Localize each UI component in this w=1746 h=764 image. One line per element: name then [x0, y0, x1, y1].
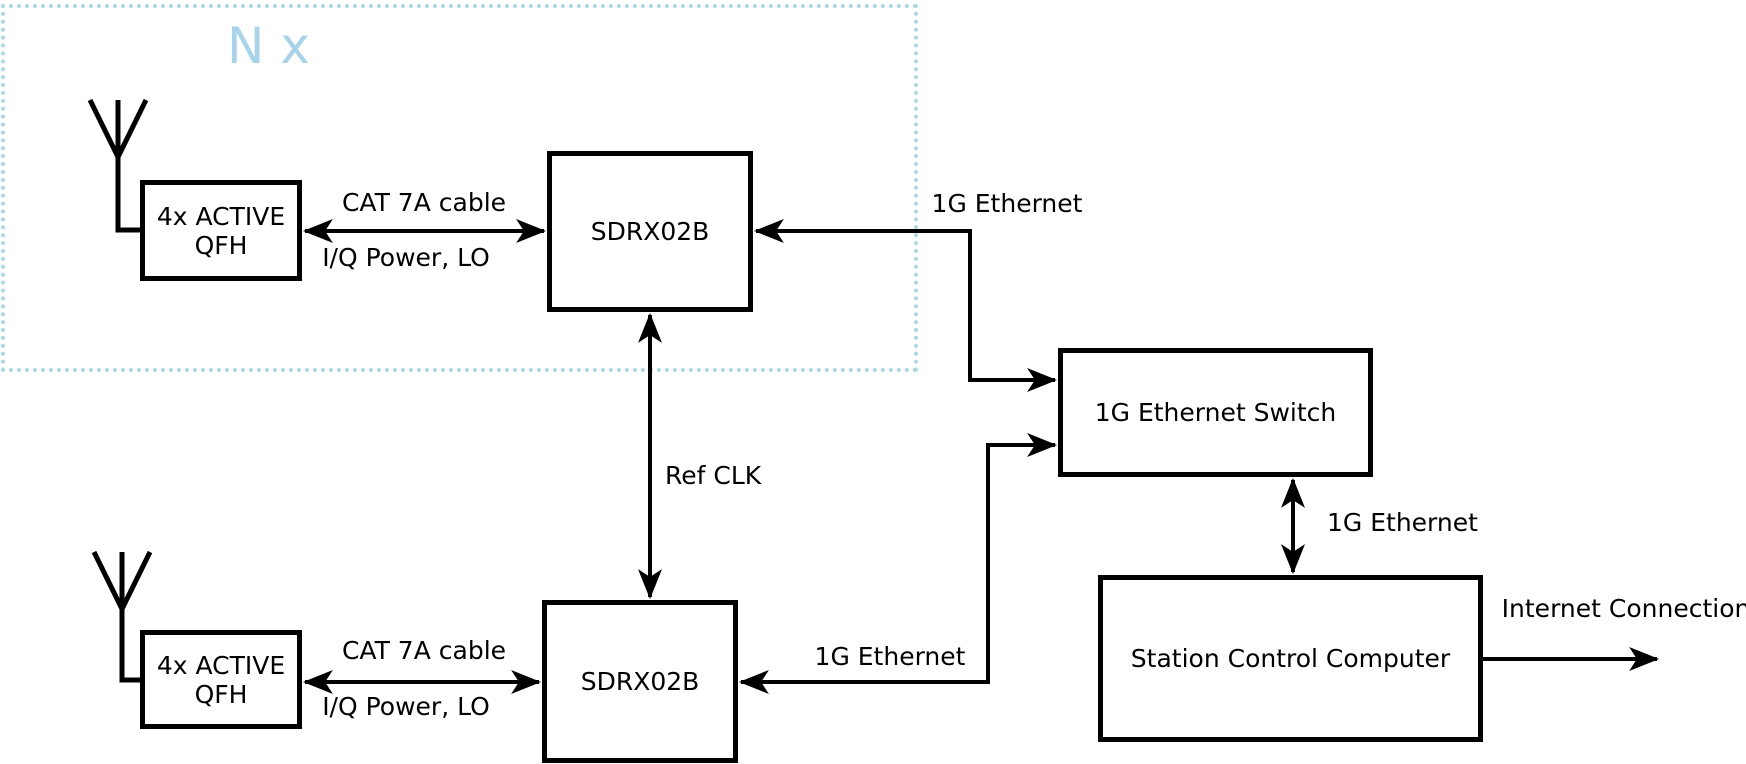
label-cable-bottom-lower: I/Q Power, LO [322, 692, 490, 721]
node-station-control-computer: Station Control Computer [1098, 575, 1483, 742]
node-label: 1G Ethernet Switch [1094, 398, 1337, 427]
node-label: QFH [194, 679, 248, 709]
ethernet-arrow-top [753, 219, 1058, 392]
group-multiplier-label: N x [227, 17, 310, 75]
label-cable-top-upper: CAT 7A cable [341, 188, 507, 217]
label-ethernet-switch-station: 1G Ethernet [1327, 508, 1478, 537]
node-sdrx02b-bottom: SDRX02B [542, 600, 738, 763]
node-ethernet-switch: 1G Ethernet Switch [1058, 348, 1373, 477]
label-ethernet-top: 1G Ethernet [931, 189, 1083, 218]
ethernet-arrow-bottom [738, 433, 1058, 694]
antenna-icon-bottom [91, 550, 153, 683]
node-label: 4x ACTIVE [156, 201, 286, 231]
antenna-icon-top [87, 98, 149, 233]
node-label: QFH [194, 230, 248, 260]
label-cable-bottom-upper: CAT 7A cable [341, 636, 507, 665]
node-sdrx02b-top: SDRX02B [547, 151, 753, 312]
node-label: Station Control Computer [1130, 644, 1451, 673]
node-label: SDRX02B [590, 217, 710, 246]
node-qfh-antenna-bottom: 4x ACTIVE QFH [140, 630, 302, 729]
replicated-group-outline [1, 4, 918, 372]
node-label: 4x ACTIVE [156, 650, 286, 680]
label-ref-clk: Ref CLK [665, 461, 762, 490]
node-qfh-antenna-top: 4x ACTIVE QFH [140, 180, 302, 281]
label-internet-connection: Internet Connection [1501, 594, 1746, 623]
node-label: SDRX02B [580, 667, 700, 696]
label-ethernet-bottom: 1G Ethernet [814, 642, 966, 671]
label-cable-top-lower: I/Q Power, LO [322, 243, 490, 272]
